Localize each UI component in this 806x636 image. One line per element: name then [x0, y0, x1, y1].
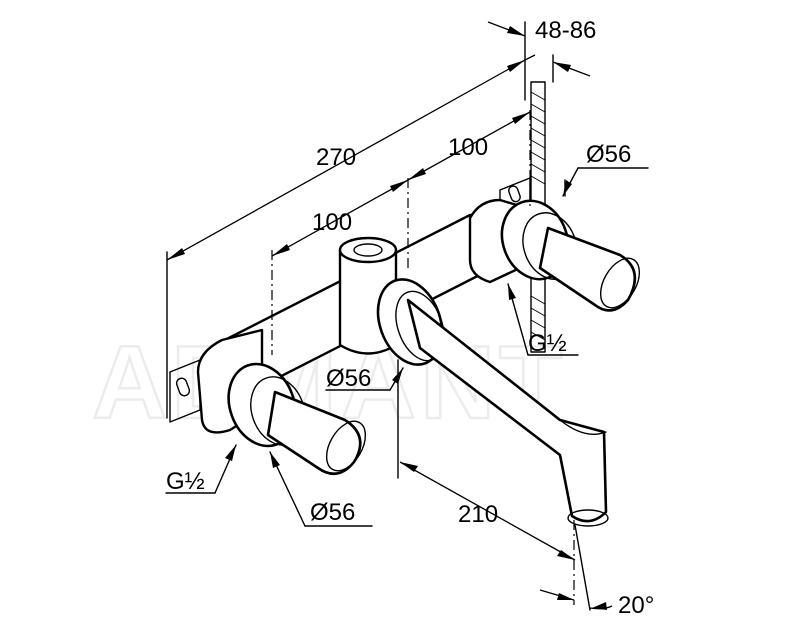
dim-spacing-left-label: 100: [312, 209, 352, 236]
dim-spacing-right-label: 100: [448, 134, 488, 161]
right-handle: [500, 199, 641, 312]
thread-right-label: G½: [528, 330, 567, 357]
diameter-center-label: Ø56: [326, 365, 371, 392]
left-handle: [227, 362, 367, 476]
dim-spout-angle-label: 20°: [618, 592, 654, 619]
dim-overall-width-label: 270: [316, 144, 356, 171]
spout: [376, 278, 609, 527]
thread-left-label: G½: [166, 468, 205, 495]
diameter-left-label: Ø56: [310, 499, 355, 526]
leader-lines: [165, 167, 649, 527]
dim-spout-reach-label: 210: [458, 501, 498, 528]
dimension-lines: [166, 21, 613, 610]
dim-wall-depth-label: 48-86: [535, 17, 596, 44]
diameter-right-label: Ø56: [586, 141, 631, 168]
